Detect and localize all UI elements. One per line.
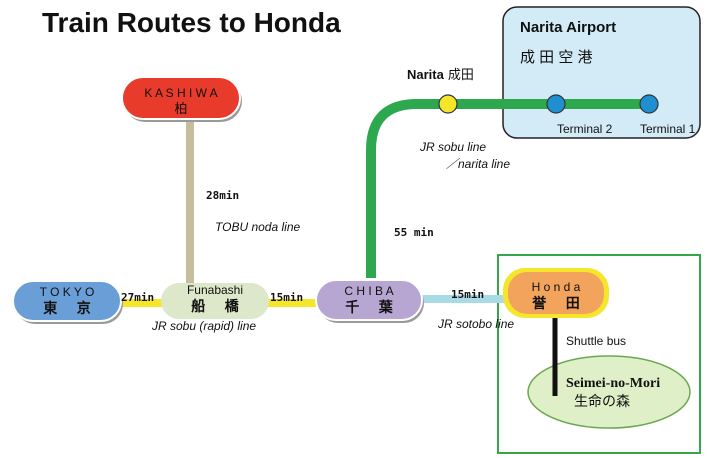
time-chiba-honda: 15min <box>451 288 484 301</box>
jr-sobu-rapid-line-label: JR sobu (rapid) line <box>151 319 256 333</box>
tobu-noda-line-label: TOBU noda line <box>215 220 300 234</box>
time-chiba-narita: 55 min <box>394 226 434 239</box>
time-kashiwa-funabashi: 28min <box>206 189 239 202</box>
honda-station <box>508 272 604 314</box>
honda-label: H o n d a <box>532 280 581 294</box>
airport-title-jp: 成 田 空 港 <box>520 49 593 66</box>
chiba-label: C H I B A <box>344 284 393 298</box>
terminal-2-label: Terminal 2 <box>557 122 613 136</box>
terminal-2-dot <box>546 94 566 114</box>
narita-station-dot <box>438 94 458 114</box>
honda-label-jp: 誉 田 <box>532 295 579 311</box>
jr-sobu-line-label: JR sobu line <box>419 140 486 154</box>
funabashi-label: Funabashi <box>187 283 243 297</box>
funabashi-label-jp: 船 橋 <box>191 298 239 314</box>
time-funabashi-chiba: 15min <box>270 291 303 304</box>
map-title: Train Routes to Honda <box>42 7 341 38</box>
tokyo-station <box>12 280 122 322</box>
tokyo-label-jp: 東 京 <box>43 300 90 316</box>
narita-line-label: ／narita line <box>446 157 510 171</box>
seimei-no-mori-ellipse <box>527 355 691 429</box>
chiba-label-jp: 千 葉 <box>345 299 393 315</box>
chiba-station <box>315 279 423 321</box>
time-tokyo-funabashi: 27min <box>121 291 154 304</box>
kashiwa-label-jp: 柏 <box>174 101 187 116</box>
terminal-1-label: Terminal 1 <box>640 122 696 136</box>
kashiwa-station <box>121 76 241 120</box>
jr-sotobo-line-label: JR sotobo line <box>437 317 514 331</box>
honda-area-frame <box>497 254 701 454</box>
airport-title: Narita Airport <box>520 19 616 36</box>
kashiwa-label: K A S H I W A <box>144 86 217 100</box>
jr-sobu-narita-line <box>366 99 650 278</box>
seimei-no-mori-label-jp: 生命の森 <box>574 393 630 409</box>
tokyo-label: T O K Y O <box>40 285 95 299</box>
shuttle-bus-label: Shuttle bus <box>566 334 626 348</box>
terminal-1-dot <box>639 94 659 114</box>
seimei-no-mori-label: Seimei-no-Mori <box>566 376 660 391</box>
funabashi-station <box>161 283 269 319</box>
